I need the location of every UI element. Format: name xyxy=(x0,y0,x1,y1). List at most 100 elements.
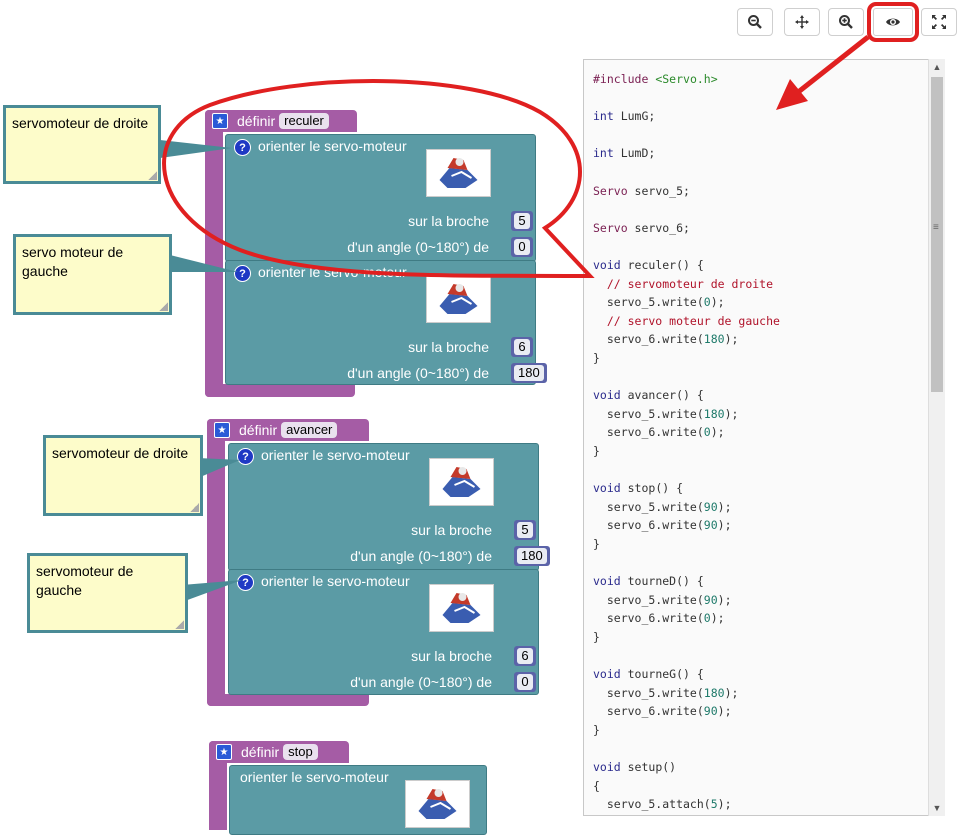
code-line: servo_5.write(90); xyxy=(593,499,732,514)
code-line: #include <Servo.h> xyxy=(593,72,718,86)
code-line xyxy=(593,368,934,387)
zoom-in-button[interactable] xyxy=(828,8,864,36)
angle-number-field[interactable]: 180 xyxy=(514,546,550,566)
blocks-workspace[interactable]: ★ définir reculer ? orienter le servo-mo… xyxy=(0,0,582,835)
code-line: { xyxy=(593,778,600,793)
help-icon[interactable]: ? xyxy=(237,448,254,465)
servo-block[interactable]: ? orienter le servo-moteur sur la broche… xyxy=(225,134,536,262)
code-line xyxy=(593,163,934,182)
servo-block[interactable]: orienter le servo-moteur xyxy=(229,765,487,835)
help-icon[interactable]: ? xyxy=(237,574,254,591)
procedure-block-avancer[interactable]: ★ définir avancer xyxy=(207,419,369,706)
star-icon: ★ xyxy=(216,744,232,760)
grip-icon: ≡ xyxy=(933,222,939,233)
servo-block-title: orienter le servo-moteur xyxy=(258,264,407,280)
pin-number-field[interactable]: 6 xyxy=(514,646,536,666)
comment-bubble[interactable]: servomoteur de gauche xyxy=(27,553,188,633)
code-line: servo_6.write(90); xyxy=(593,518,732,533)
servo-block[interactable]: ? orienter le servo-moteur sur la broche… xyxy=(228,569,539,695)
resize-handle[interactable] xyxy=(190,503,199,512)
servo-image xyxy=(426,275,491,323)
define-label: définir xyxy=(239,422,278,438)
code-line: servo_6.write(180); xyxy=(593,332,739,347)
scroll-thumb[interactable] xyxy=(931,77,943,392)
code-line: void tourneG() { xyxy=(593,667,704,681)
code-line: int LumD; xyxy=(593,146,656,161)
show-code-button[interactable] xyxy=(867,2,919,42)
scroll-up-icon[interactable]: ▲ xyxy=(932,62,942,72)
code-line: } xyxy=(593,536,600,551)
comment-bubble[interactable]: servomoteur de droite xyxy=(43,435,203,516)
angle-number-field[interactable]: 0 xyxy=(511,237,533,257)
servo-block-title: orienter le servo-moteur xyxy=(240,769,389,785)
pin-label: sur la broche xyxy=(411,522,492,538)
code-line: // servomoteur de droite xyxy=(593,276,774,291)
code-line: servo_5.write(90); xyxy=(593,592,732,607)
code-line xyxy=(593,646,934,665)
angle-number-field[interactable]: 180 xyxy=(511,363,547,383)
help-icon[interactable]: ? xyxy=(234,265,251,282)
code-line: void avancer() { xyxy=(593,388,704,403)
code-line: Servo servo_5; xyxy=(593,183,690,198)
star-icon: ★ xyxy=(214,422,230,438)
code-line: } xyxy=(593,629,600,644)
pin-number-field[interactable]: 5 xyxy=(511,211,533,231)
comment-bubble[interactable]: servo moteur de gauche xyxy=(13,234,172,315)
define-label: définir xyxy=(237,113,276,129)
servo-block-title: orienter le servo-moteur xyxy=(258,138,407,154)
code-line: int LumG; xyxy=(593,109,656,124)
code-line: Servo servo_6; xyxy=(593,220,690,235)
code-line: servo_5.attach(5); xyxy=(593,797,732,812)
resize-handle[interactable] xyxy=(175,620,184,629)
workspace-toolbar xyxy=(737,2,957,42)
code-line: servo_5.write(0); xyxy=(593,295,725,310)
fullscreen-button[interactable] xyxy=(921,8,957,36)
servo-block[interactable]: ? orienter le servo-moteur sur la broche… xyxy=(228,443,550,571)
procedure-footer xyxy=(205,384,355,397)
servo-block[interactable]: ? orienter le servo-moteur sur la broche… xyxy=(225,260,547,385)
procedure-name-field[interactable]: reculer xyxy=(279,113,329,129)
procedure-block-reculer[interactable]: ★ définir reculer xyxy=(205,110,357,397)
procedure-name-field[interactable]: avancer xyxy=(281,422,338,438)
servo-image xyxy=(429,584,494,632)
pin-label: sur la broche xyxy=(408,339,489,355)
comment-bubble[interactable]: servomoteur de droite xyxy=(3,105,161,184)
pin-number-field[interactable]: 6 xyxy=(511,337,533,357)
zoom-out-icon xyxy=(748,15,762,29)
scroll-down-icon[interactable]: ▼ xyxy=(932,803,942,813)
code-line: void stop() { xyxy=(593,481,684,496)
servo-block-title: orienter le servo-moteur xyxy=(261,447,410,463)
code-line xyxy=(593,237,934,256)
define-label: définir xyxy=(241,744,280,760)
star-icon: ★ xyxy=(212,113,228,129)
servo-image xyxy=(429,458,494,506)
resize-handle[interactable] xyxy=(148,171,157,180)
recenter-icon xyxy=(795,15,809,29)
procedure-name-field[interactable]: stop xyxy=(283,744,318,760)
angle-number-field[interactable]: 0 xyxy=(514,672,536,692)
code-line: servo_6.write(0); xyxy=(593,425,725,440)
eye-icon xyxy=(886,18,900,26)
code-line: void tourneD() { xyxy=(593,574,704,589)
procedure-block-stop[interactable]: ★ définir stop xyxy=(209,741,349,830)
code-line xyxy=(593,739,934,758)
zoom-out-button[interactable] xyxy=(737,8,773,36)
code-line xyxy=(593,553,934,572)
procedure-footer xyxy=(207,694,369,706)
code-line: servo_5.write(180); xyxy=(593,685,739,700)
code-text: #include <Servo.h> int LumG; int LumD; S… xyxy=(584,60,944,814)
code-line: } xyxy=(593,722,600,737)
code-line: // servo moteur de gauche xyxy=(593,313,780,328)
code-line: void reculer() { xyxy=(593,257,704,272)
code-line: servo_5.write(180); xyxy=(593,406,739,421)
code-line xyxy=(593,89,934,108)
resize-handle[interactable] xyxy=(159,302,168,311)
zoom-in-icon xyxy=(839,15,853,29)
generated-code-panel[interactable]: #include <Servo.h> int LumG; int LumD; S… xyxy=(583,59,945,816)
recenter-button[interactable] xyxy=(784,8,820,36)
pin-number-field[interactable]: 5 xyxy=(514,520,536,540)
code-line: void setup() xyxy=(593,759,677,774)
pin-label: sur la broche xyxy=(411,648,492,664)
help-icon[interactable]: ? xyxy=(234,139,251,156)
code-scrollbar[interactable]: ▲ ≡ ▼ xyxy=(928,59,945,816)
